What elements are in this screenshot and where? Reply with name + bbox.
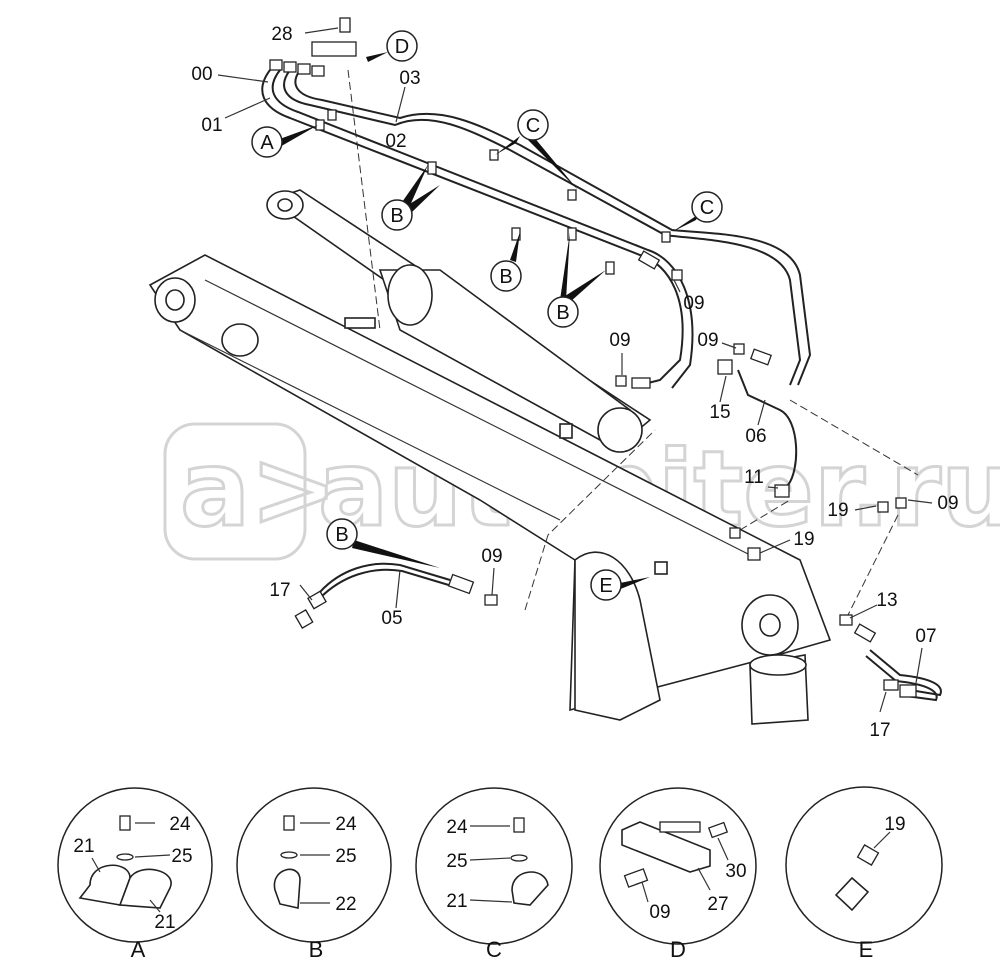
callout-b2: B [499, 266, 512, 288]
label-09-d: 09 [937, 493, 958, 514]
callout-c1: C [526, 115, 540, 137]
detail-c-label-25: 25 [446, 851, 467, 872]
callout-circle-e [590, 569, 622, 601]
label-09-e: 09 [481, 546, 502, 567]
detail-b: 24 25 22 B [236, 787, 392, 962]
label-leaders [217, 27, 933, 713]
detail-d-label-30: 30 [725, 861, 746, 882]
boom-cylinder [266, 189, 668, 575]
detail-c-label-24: 24 [446, 817, 468, 838]
detail-d-label-09: 09 [649, 902, 670, 923]
label-17-a: 17 [269, 580, 290, 601]
hydraulic-pipes [261, 69, 942, 702]
label-11: 11 [744, 467, 764, 488]
detail-e-circle [785, 786, 943, 944]
detail-a-label-24: 24 [169, 814, 191, 835]
label-13: 13 [876, 590, 897, 611]
detail-e-label-19: 19 [884, 814, 905, 835]
detail-b-caption: B [309, 937, 324, 962]
callout-d: D [395, 36, 409, 58]
callout-circle-a [251, 126, 283, 158]
detail-c-circle [415, 787, 573, 945]
callout-b1: B [390, 205, 403, 227]
callout-circle-b1 [381, 199, 413, 231]
detail-a-label-21a: 21 [73, 836, 94, 857]
detail-b-label-25: 25 [335, 846, 356, 867]
boom-structure [148, 254, 832, 725]
label-17-b: 17 [869, 720, 890, 741]
label-09-a: 09 [683, 293, 704, 314]
label-06: 06 [745, 426, 766, 447]
callout-e: E [599, 575, 612, 597]
label-15: 15 [709, 402, 730, 423]
detail-e: 19 E [785, 786, 943, 962]
callout-circle-c1 [517, 109, 549, 141]
detail-e-caption: E [859, 937, 874, 962]
label-19-a: 19 [827, 500, 848, 521]
callout-circle-c2 [691, 191, 723, 223]
label-19-b: 19 [793, 529, 814, 550]
detail-b-circle [236, 787, 392, 943]
pipe-clamps [315, 109, 671, 275]
callout-circle-d [386, 30, 418, 62]
watermark-logo: a> [180, 428, 337, 550]
detail-d-label-27: 27 [707, 894, 728, 915]
callout-b3: B [556, 302, 569, 324]
label-03: 03 [399, 68, 420, 89]
detail-a: 24 25 21 21 A [57, 787, 213, 962]
detail-a-circle [57, 787, 213, 943]
leader-lines [347, 69, 919, 616]
detail-a-caption: A [131, 937, 146, 962]
detail-a-label-25: 25 [171, 846, 192, 867]
detail-c-label-21: 21 [446, 891, 467, 912]
callout-pointers [277, 52, 699, 590]
callout-b4: B [335, 524, 348, 546]
label-05: 05 [381, 608, 402, 629]
fittings [269, 17, 917, 698]
label-00: 00 [191, 64, 212, 85]
callout-a: A [260, 132, 274, 154]
detail-b-label-24: 24 [335, 814, 357, 835]
label-09-c: 09 [697, 330, 718, 351]
label-09-b: 09 [609, 330, 630, 351]
callout-circle-b3 [547, 296, 579, 328]
label-01: 01 [201, 115, 222, 136]
label-28: 28 [271, 24, 292, 45]
detail-d-caption: D [670, 937, 686, 962]
label-02: 02 [385, 131, 406, 152]
detail-b-label-22: 22 [335, 894, 356, 915]
part-labels: 28 00 03 01 02 09 09 09 15 06 11 19 09 1… [191, 24, 958, 741]
detail-c: 24 25 21 C [415, 787, 573, 962]
callout-c2: C [700, 197, 714, 219]
callout-circle-b2 [490, 260, 522, 292]
detail-d: 30 09 27 D [599, 787, 757, 962]
letter-callouts: D A C C B B B B E [251, 30, 723, 601]
label-07: 07 [915, 626, 936, 647]
detail-c-caption: C [486, 937, 502, 962]
detail-a-label-21b: 21 [154, 912, 175, 933]
callout-circle-b4 [326, 518, 358, 550]
